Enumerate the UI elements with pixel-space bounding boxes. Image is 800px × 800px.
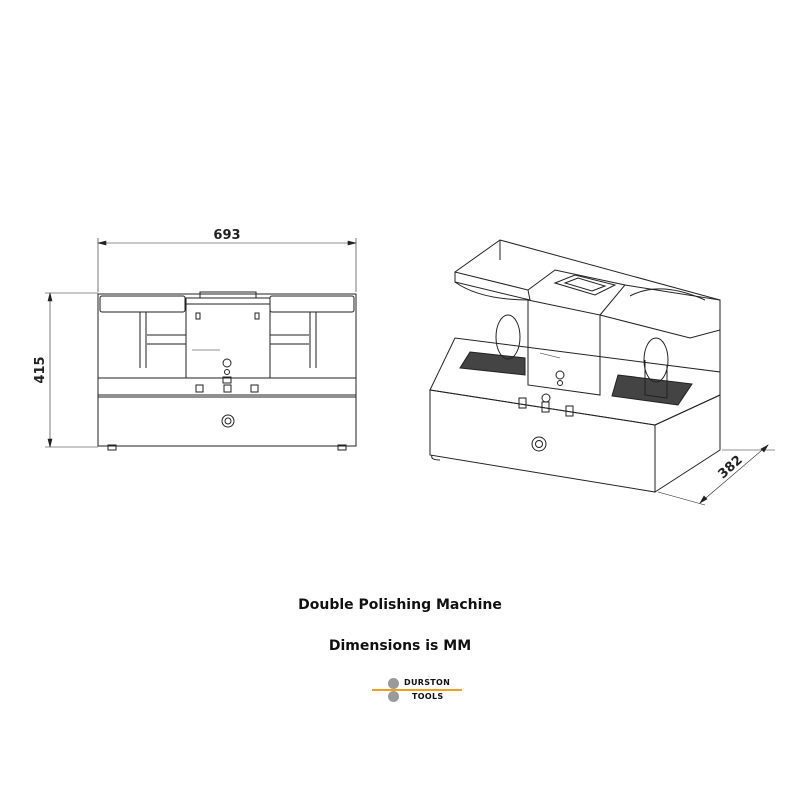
logo-line1: DURSTON [404,678,451,687]
drawing-title: Double Polishing Machine [298,597,502,613]
height-label: 415 [33,356,48,383]
front-view [97,291,357,451]
isometric-view [429,239,721,493]
units-note: Dimensions is MM [328,638,472,654]
dimension-height [45,292,98,448]
depth-label: 382 [716,453,746,482]
durston-tools-logo: DURSTON TOOLS [372,676,462,704]
dimension-width [97,238,357,292]
dimension-depth [657,444,775,506]
logo-line2: TOOLS [412,692,444,701]
width-label: 693 [213,228,240,243]
